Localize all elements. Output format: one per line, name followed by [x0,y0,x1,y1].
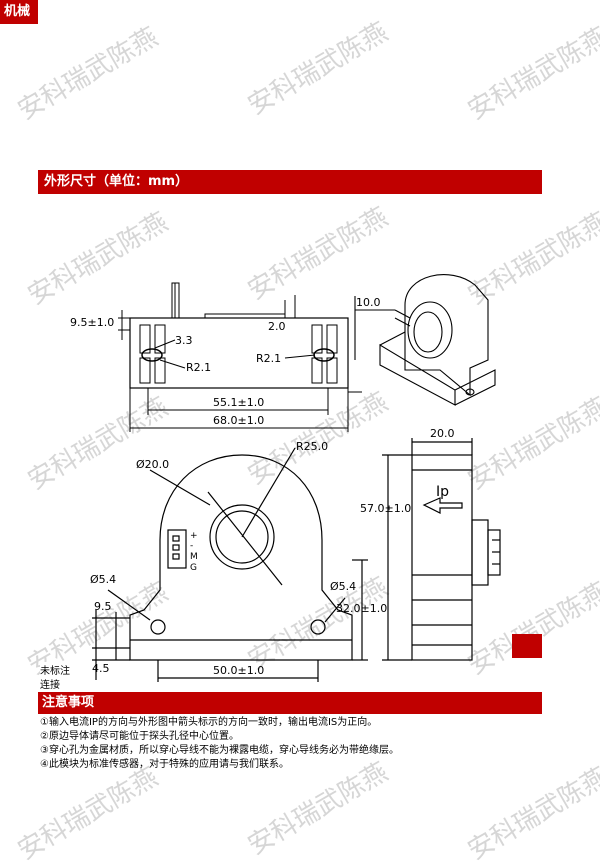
dim-label: 4.5 [92,662,110,675]
side-view [382,438,501,661]
pin-label: G [190,563,197,573]
mechanical-section-header: 机械 [0,0,38,24]
mechanical-text-line2: 连接 [40,676,60,691]
front-view [92,447,368,682]
mechanical-text-line1: 未标注 [40,662,70,677]
note-item: ②原边导体请尽可能位于探头孔径中心位置。 [40,731,239,742]
dim-label: 50.0±1.0 [213,664,264,677]
dim-label: 2.0 [268,320,286,333]
note-item: ③穿心孔为金属材质，所以穿心导线不能为裸露电缆，穿心导线务必为带绝缘层。 [40,745,399,756]
dim-label: 10.0 [356,296,381,309]
note-item: ①输入电流IP的方向与外形图中箭头标示的方向一致时，输出电流IS为正向。 [40,717,378,728]
dimensions-section-header: 外形尺寸（单位：mm） [38,170,542,194]
dim-label: Ø20.0 [136,458,169,471]
dim-label: 9.5±1.0 [70,316,114,329]
dim-label: 3.3 [175,334,193,347]
dim-label: R25.0 [296,440,328,453]
dim-label: Ø5.4 [330,580,356,593]
top-view [118,282,362,432]
dim-label: 55.1±1.0 [213,396,264,409]
mechanical-header-bar-end [512,634,542,658]
dim-label: Ip [436,484,449,500]
dim-label: 20.0 [430,427,455,440]
dim-label: 9.5 [94,600,112,613]
dim-label: 68.0±1.0 [213,414,264,427]
isometric-view [354,274,496,406]
pin-label: - [190,541,193,551]
dim-label: 57.0±1.0 [360,502,411,515]
note-item: ④此模块为标准传感器，对于特殊的应用请与我们联系。 [40,759,289,770]
dim-label: 32.0±1.0 [336,602,387,615]
dim-label: R2.1 [186,361,211,374]
dim-label: Ø5.4 [90,573,116,586]
notes-section-header: 注意事项 [38,692,542,714]
pin-label: + [190,531,198,541]
pin-label: M [190,552,198,562]
dimension-drawing: 9.5±1.0 3.3 R2.1 R2.1 2.0 55.1±1.0 68.0±… [70,274,501,682]
dim-label: R2.1 [256,352,281,365]
